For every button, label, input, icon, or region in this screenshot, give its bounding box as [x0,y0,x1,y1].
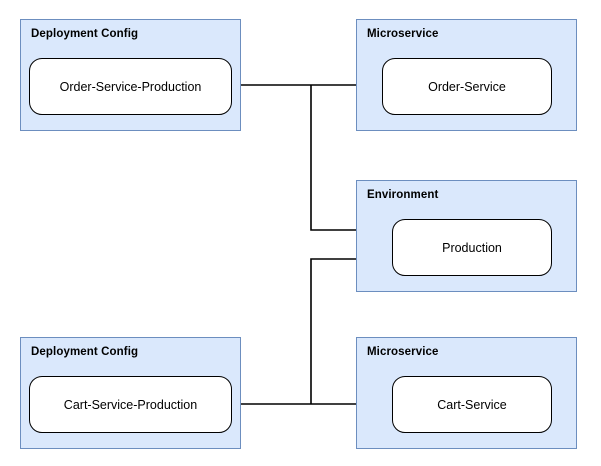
node-order-service-production[interactable]: Order-Service-Production [29,58,232,115]
group-title-microservice-cart: Microservice [367,346,439,358]
node-label-order-service: Order-Service [428,79,506,94]
node-production[interactable]: Production [392,219,552,276]
group-title-environment: Environment [367,189,439,201]
group-title-microservice-order: Microservice [367,28,439,40]
group-environment[interactable]: Environment Production [356,180,577,292]
group-microservice-cart[interactable]: Microservice Cart-Service [356,337,577,449]
node-label-order-service-production: Order-Service-Production [59,79,202,94]
group-deployment-config-order[interactable]: Deployment Config Order-Service-Producti… [20,19,241,131]
node-label-production: Production [442,240,502,255]
node-label-cart-service: Cart-Service [437,397,507,412]
group-title-deployment-config-order: Deployment Config [31,28,139,40]
node-label-cart-service-production: Cart-Service-Production [63,397,198,412]
group-deployment-config-cart[interactable]: Deployment Config Cart-Service-Productio… [20,337,241,449]
group-title-deployment-config-cart: Deployment Config [31,346,139,358]
node-order-service[interactable]: Order-Service [382,58,552,115]
node-cart-service-production[interactable]: Cart-Service-Production [29,376,232,433]
group-microservice-order[interactable]: Microservice Order-Service [356,19,577,131]
node-cart-service[interactable]: Cart-Service [392,376,552,433]
